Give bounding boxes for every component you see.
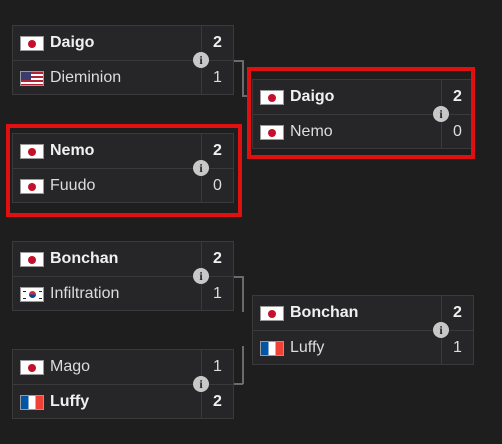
- player-score: 2: [441, 80, 473, 114]
- player-row[interactable]: Luffy 2: [13, 384, 233, 418]
- player-score: 1: [201, 61, 233, 94]
- player-name: Luffy: [290, 339, 325, 356]
- info-icon[interactable]: i: [433, 106, 449, 122]
- player-row[interactable]: Fuudo 0: [13, 168, 233, 202]
- korea-flag-icon: [20, 287, 44, 302]
- japan-flag-icon: [20, 252, 44, 267]
- player-name: Daigo: [50, 34, 95, 51]
- player-row[interactable]: Nemo 0: [253, 114, 473, 148]
- japan-flag-icon: [20, 179, 44, 194]
- player-row[interactable]: Bonchan 2: [13, 242, 233, 276]
- player-row[interactable]: Nemo 2: [13, 134, 233, 168]
- player-score: 2: [201, 26, 233, 60]
- bracket-connector: [242, 60, 244, 96]
- player-name: Nemo: [290, 123, 333, 140]
- match-card[interactable]: Bonchan 2 Infiltration 1 i: [12, 241, 234, 311]
- japan-flag-icon: [260, 125, 284, 140]
- player-score: 2: [201, 242, 233, 276]
- player-row[interactable]: Mago 1: [13, 350, 233, 384]
- bracket-connector: [242, 346, 244, 384]
- match-card[interactable]: Daigo 2 Dieminion 1 i: [12, 25, 234, 95]
- player-row[interactable]: Daigo 2: [253, 80, 473, 114]
- highlight-box: [247, 67, 475, 159]
- info-icon[interactable]: i: [193, 160, 209, 176]
- japan-flag-icon: [260, 306, 284, 321]
- player-score: 1: [441, 331, 473, 364]
- player-name: Mago: [50, 358, 91, 375]
- player-score: 2: [201, 385, 233, 418]
- player-row[interactable]: Daigo 2: [13, 26, 233, 60]
- france-flag-icon: [20, 395, 44, 410]
- match-card[interactable]: Mago 1 Luffy 2 i: [12, 349, 234, 419]
- info-icon[interactable]: i: [193, 376, 209, 392]
- player-name: Dieminion: [50, 69, 122, 86]
- match-card[interactable]: Nemo 2 Fuudo 0 i: [12, 133, 234, 203]
- player-score: 0: [441, 115, 473, 148]
- player-name: Infiltration: [50, 285, 120, 302]
- player-row[interactable]: Dieminion 1: [13, 60, 233, 94]
- player-score: 0: [201, 169, 233, 202]
- info-icon[interactable]: i: [193, 268, 209, 284]
- player-row[interactable]: Luffy 1: [253, 330, 473, 364]
- bracket-connector: [242, 276, 244, 312]
- highlight-box: [6, 124, 242, 217]
- usa-flag-icon: [20, 71, 44, 86]
- player-name: Fuudo: [50, 177, 96, 194]
- france-flag-icon: [260, 341, 284, 356]
- player-row[interactable]: Infiltration 1: [13, 276, 233, 310]
- bracket-connector: [233, 60, 243, 62]
- player-score: 2: [201, 134, 233, 168]
- player-name: Bonchan: [50, 250, 119, 267]
- match-card[interactable]: Daigo 2 Nemo 0 i: [252, 79, 474, 149]
- info-icon[interactable]: i: [433, 322, 449, 338]
- info-icon[interactable]: i: [193, 52, 209, 68]
- player-name: Daigo: [290, 88, 335, 105]
- japan-flag-icon: [260, 90, 284, 105]
- player-name: Bonchan: [290, 304, 359, 321]
- player-score: 1: [201, 350, 233, 384]
- japan-flag-icon: [20, 36, 44, 51]
- player-name: Luffy: [50, 393, 90, 410]
- player-row[interactable]: Bonchan 2: [253, 296, 473, 330]
- japan-flag-icon: [20, 360, 44, 375]
- bracket-connector: [233, 276, 243, 278]
- player-score: 2: [441, 296, 473, 330]
- match-card[interactable]: Bonchan 2 Luffy 1 i: [252, 295, 474, 365]
- player-name: Nemo: [50, 142, 95, 159]
- bracket-connector: [233, 383, 243, 385]
- japan-flag-icon: [20, 144, 44, 159]
- bracket-connector: [242, 95, 250, 97]
- player-score: 1: [201, 277, 233, 310]
